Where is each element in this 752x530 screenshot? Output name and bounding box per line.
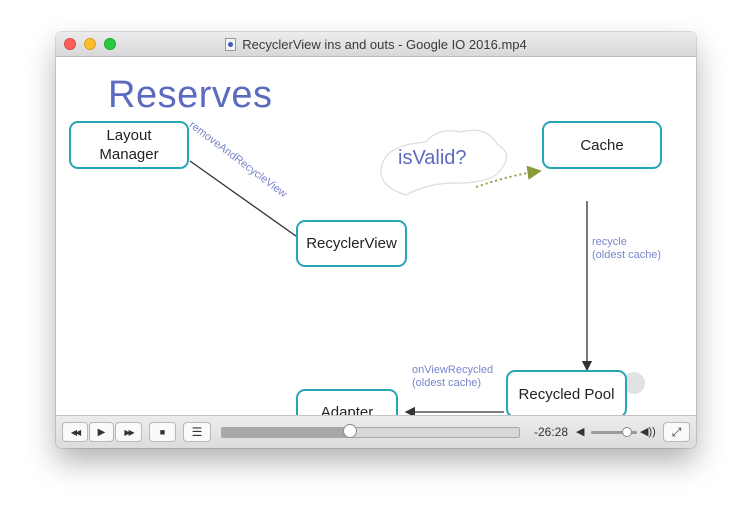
rewind-icon: ◀◀ [70,427,81,437]
close-window-button[interactable] [64,38,76,50]
fast-forward-button[interactable]: ▶▶ [115,422,142,442]
node-recycled-pool: Recycled Pool [506,370,627,418]
volume-slider-knob[interactable] [621,427,632,437]
node-recycler-view-label: RecyclerView [306,235,397,252]
rewind-button[interactable]: ◀◀ [62,422,88,442]
player-window: RecyclerView ins and outs - Google IO 20… [56,32,696,448]
watermark-dot [623,372,645,394]
title-bar[interactable]: RecyclerView ins and outs - Google IO 20… [56,32,696,57]
node-layout-manager: Layout Manager [69,121,189,169]
stop-icon: ■ [159,427,166,437]
slide-heading: Reserves [108,74,273,116]
node-cache: Cache [542,121,662,169]
arrow-layoutmanager-to-recyclerview [189,160,312,247]
seek-bar-fill [222,428,350,437]
node-layout-manager-label: Layout Manager [99,127,159,163]
bubble-text: isValid? [398,147,467,169]
node-cache-label: Cache [580,136,624,154]
zoom-window-button[interactable] [104,38,116,50]
play-button[interactable]: ▶ [89,422,114,442]
node-recycler-view: RecyclerView [296,220,407,267]
volume-low-icon[interactable]: ◀ [576,426,585,438]
playlist-button[interactable]: ☰ [183,422,211,442]
play-icon: ▶ [97,426,106,438]
bubble-shape [380,129,508,196]
video-file-icon [225,37,237,51]
fullscreen-button[interactable]: ⤢ [663,422,690,442]
fullscreen-icon: ⤢ [671,424,682,439]
node-recycled-pool-label: Recycled Pool [518,385,615,403]
window-title-area: RecyclerView ins and outs - Google IO 20… [56,32,696,56]
playback-controls: ◀◀ ▶ ▶▶ ■ ☰ -26:28 ◀ ◀)) ⤢ [56,415,696,448]
window-title: RecyclerView ins and outs - Google IO 20… [242,36,527,52]
playlist-icon: ☰ [191,425,203,439]
label-recycle: recycle (oldest cache) [592,236,662,261]
video-frame[interactable]: Reserves Layout Manager Cache RecyclerVi… [56,57,696,435]
label-on-view-recycled: onViewRecycled (oldest cache) [412,364,494,389]
volume-high-icon[interactable]: ◀)) [640,426,656,438]
seek-bar[interactable] [221,424,520,438]
minimize-window-button[interactable] [84,38,96,50]
time-remaining: -26:28 [534,425,569,439]
arrow-isvalid-to-cache [475,165,542,188]
fast-forward-icon: ▶▶ [124,427,134,437]
stop-button[interactable]: ■ [149,422,176,442]
seek-bar-knob[interactable] [342,424,357,438]
volume-slider[interactable] [591,427,637,437]
